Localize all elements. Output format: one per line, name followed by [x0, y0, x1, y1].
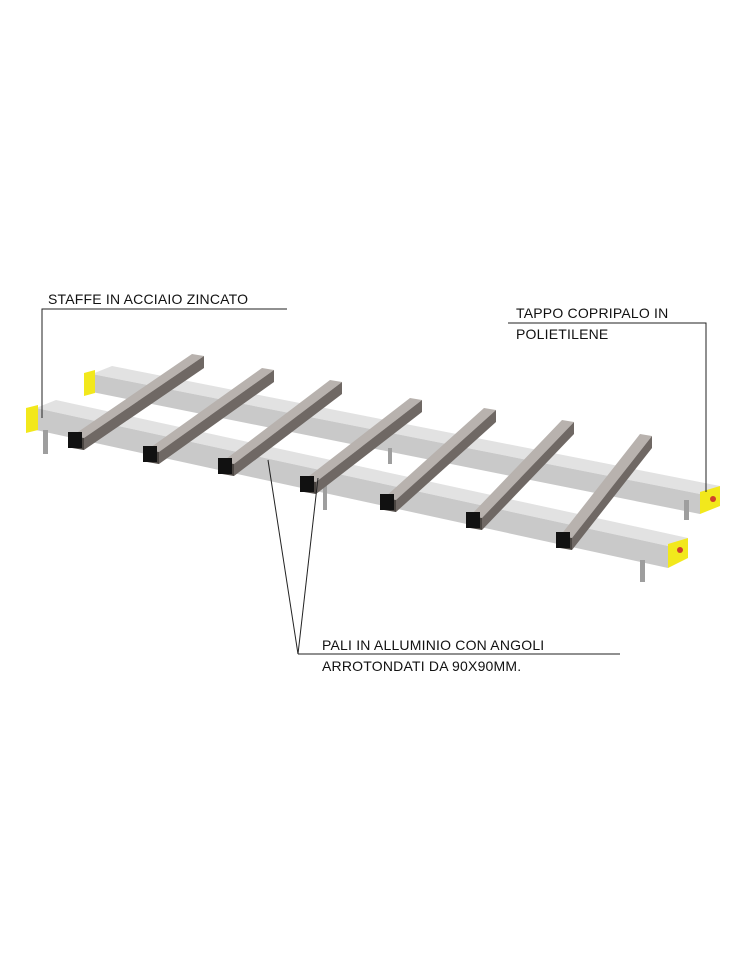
- front-rail-side: [36, 408, 668, 568]
- crossbar-end-bracket: [556, 532, 570, 548]
- crossbar-6: [466, 420, 574, 530]
- crossbar-side: [572, 436, 652, 550]
- cap-label-line1: TAPPO COPRIPALO IN: [516, 305, 668, 321]
- crossbar-top: [384, 408, 496, 500]
- front-rail-group: [26, 400, 688, 568]
- poles-leader-line-b: [297, 477, 319, 655]
- crossbar-end-bracket: [218, 458, 232, 474]
- crossbar-7: [556, 434, 652, 550]
- leg: [640, 560, 645, 582]
- crossbar-end-bracket: [466, 512, 480, 528]
- front-rail-cap: [26, 405, 38, 433]
- crossbar-end-bracket: [143, 446, 157, 462]
- crossbar-top: [222, 380, 342, 464]
- cap-leader-line: [508, 322, 707, 492]
- front-rail-top: [36, 400, 688, 546]
- back-rail-end-cap: [700, 486, 720, 514]
- crossbar-1: [68, 354, 204, 450]
- leg: [684, 500, 689, 520]
- crossbar-5: [380, 408, 496, 512]
- crossbar-side: [482, 422, 574, 530]
- crossbar-2: [143, 368, 274, 464]
- poles-label-line1: PALI IN ALLUMINIO CON ANGOLI: [322, 637, 544, 653]
- brackets-label: STAFFE IN ACCIAIO ZINCATO: [48, 291, 248, 307]
- crossbar-side: [84, 356, 204, 450]
- crossbar-top: [304, 398, 422, 482]
- crossbars: [68, 354, 652, 550]
- crossbar-3: [218, 380, 342, 476]
- crossbar-side: [316, 400, 422, 494]
- front-rail-end-cap: [668, 538, 688, 568]
- crossbar-top: [72, 354, 204, 438]
- leg: [43, 430, 48, 454]
- front-rail-bolt: [677, 547, 683, 553]
- cap-label-line2: POLIETILENE: [516, 326, 608, 342]
- crossbar-top: [470, 420, 574, 518]
- back-rail-bolt: [710, 496, 716, 502]
- crossbar-4: [300, 398, 422, 494]
- crossbar-top: [147, 368, 274, 452]
- crossbar-side: [396, 410, 496, 512]
- crossbar-end-bracket: [68, 432, 82, 448]
- crossbar-top: [560, 434, 652, 538]
- brackets-leader-line: [41, 308, 287, 418]
- crossbar-side: [159, 370, 274, 464]
- legs: [43, 430, 689, 582]
- crossbar-side: [234, 382, 342, 476]
- back-rail-cap: [84, 370, 95, 396]
- leader-lines: [41, 308, 707, 655]
- leg: [323, 480, 327, 510]
- poles-leader-line-a: [267, 459, 299, 655]
- leg: [388, 448, 392, 464]
- crossbar-end-bracket: [300, 476, 314, 492]
- back-rail-side: [92, 374, 700, 514]
- poles-label-line2: ARROTONDATI DA 90X90MM.: [322, 658, 521, 674]
- crossbar-end-bracket: [380, 494, 394, 510]
